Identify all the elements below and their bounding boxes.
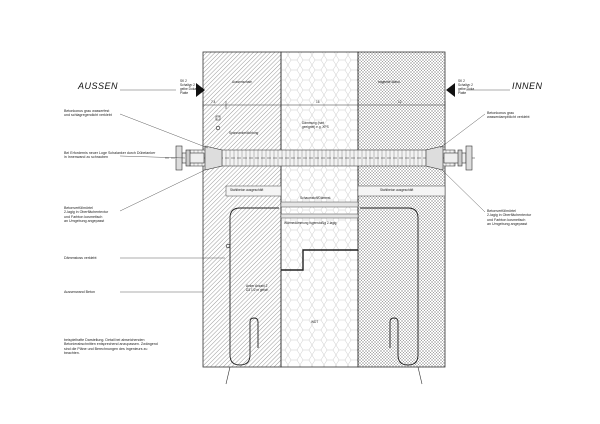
annotation-cone-left: Betonkonus grau wasserfest und schlagreg… <box>64 109 112 118</box>
label-joint-insulation: Wärmedämmung fugenstoßig 2-lagig <box>284 221 337 225</box>
label-concrete-left: Stahlbeton ausgeschäft <box>230 188 264 192</box>
outside-triangle-icon <box>196 83 205 97</box>
dimension-text: 16 <box>316 100 320 104</box>
marker-point <box>225 243 231 249</box>
inside-heading: INNEN <box>512 81 543 91</box>
sk-label-left: SK 2 Schaltyp 2 gelbe Doka Platte <box>180 79 197 95</box>
marker-square <box>215 115 221 121</box>
connection-strip-lower <box>280 213 359 219</box>
marker-point <box>215 125 221 131</box>
annotation-disclaimer: beispielhafte Darstellung. Detail bei ab… <box>64 338 158 356</box>
insulation-layer <box>280 51 359 368</box>
dimension-line <box>202 101 446 109</box>
left-base-leg <box>225 366 231 385</box>
inside-triangle-icon <box>446 83 455 97</box>
annotation-outer-wall: Aussenwand Beton <box>64 290 95 294</box>
left-leader-lines <box>119 89 225 293</box>
right-leader-lines <box>439 89 510 213</box>
label-outer-shell: Aussenschale <box>232 80 252 84</box>
right-base-leg <box>417 366 423 385</box>
annotation-cone-right: Betonkonus grau wasserdampfdicht verkleb… <box>487 111 530 120</box>
outside-heading: AUSSEN <box>78 81 119 91</box>
annotation-anchor-note: Bei Erfordernis neuer Loge Schalanker du… <box>64 151 156 160</box>
sk-label-right: SK 2 Schaltyp 2 gelbe Doka Platte <box>458 79 475 95</box>
dimension-text: 12 <box>398 100 402 104</box>
inner-bearing-wall <box>357 51 446 368</box>
connection-strip-upper <box>280 201 359 208</box>
dimension-text: 7.4 <box>211 100 216 104</box>
annotation-insulation-joint: Dämmstoss verklebt <box>64 256 97 260</box>
annotation-filler-left: Betonverfüllmörtel 2-lagig in Oberfläche… <box>64 206 109 224</box>
left-rebar-loop <box>229 207 279 366</box>
right-concrete-band <box>357 185 446 197</box>
label-wdt: WDT <box>311 320 319 324</box>
right-rebar-loop <box>360 207 419 366</box>
label-bearing-wall: tragende Wand <box>378 80 400 84</box>
label-tie-seal: Spannankerdichtung <box>229 131 259 135</box>
annotation-filler-right: Betonverfüllmörtel 2-lagig in Oberfläche… <box>487 209 532 227</box>
right-cone-bolt <box>425 145 473 171</box>
insulation-step-joint <box>281 249 358 271</box>
label-insulation: Dämmung (hart geeignet) e.g. XPS <box>302 121 329 129</box>
outer-wall-shell <box>202 51 282 368</box>
label-concrete-right: Stahlbeton ausgeschäft <box>380 188 414 192</box>
label-foam: Schaumstoff/Dämmst. <box>300 196 332 200</box>
label-anchor-count: Anker Anzahl 2 Ω3 1/2 m gleich <box>246 284 269 292</box>
left-concrete-band <box>225 185 282 197</box>
